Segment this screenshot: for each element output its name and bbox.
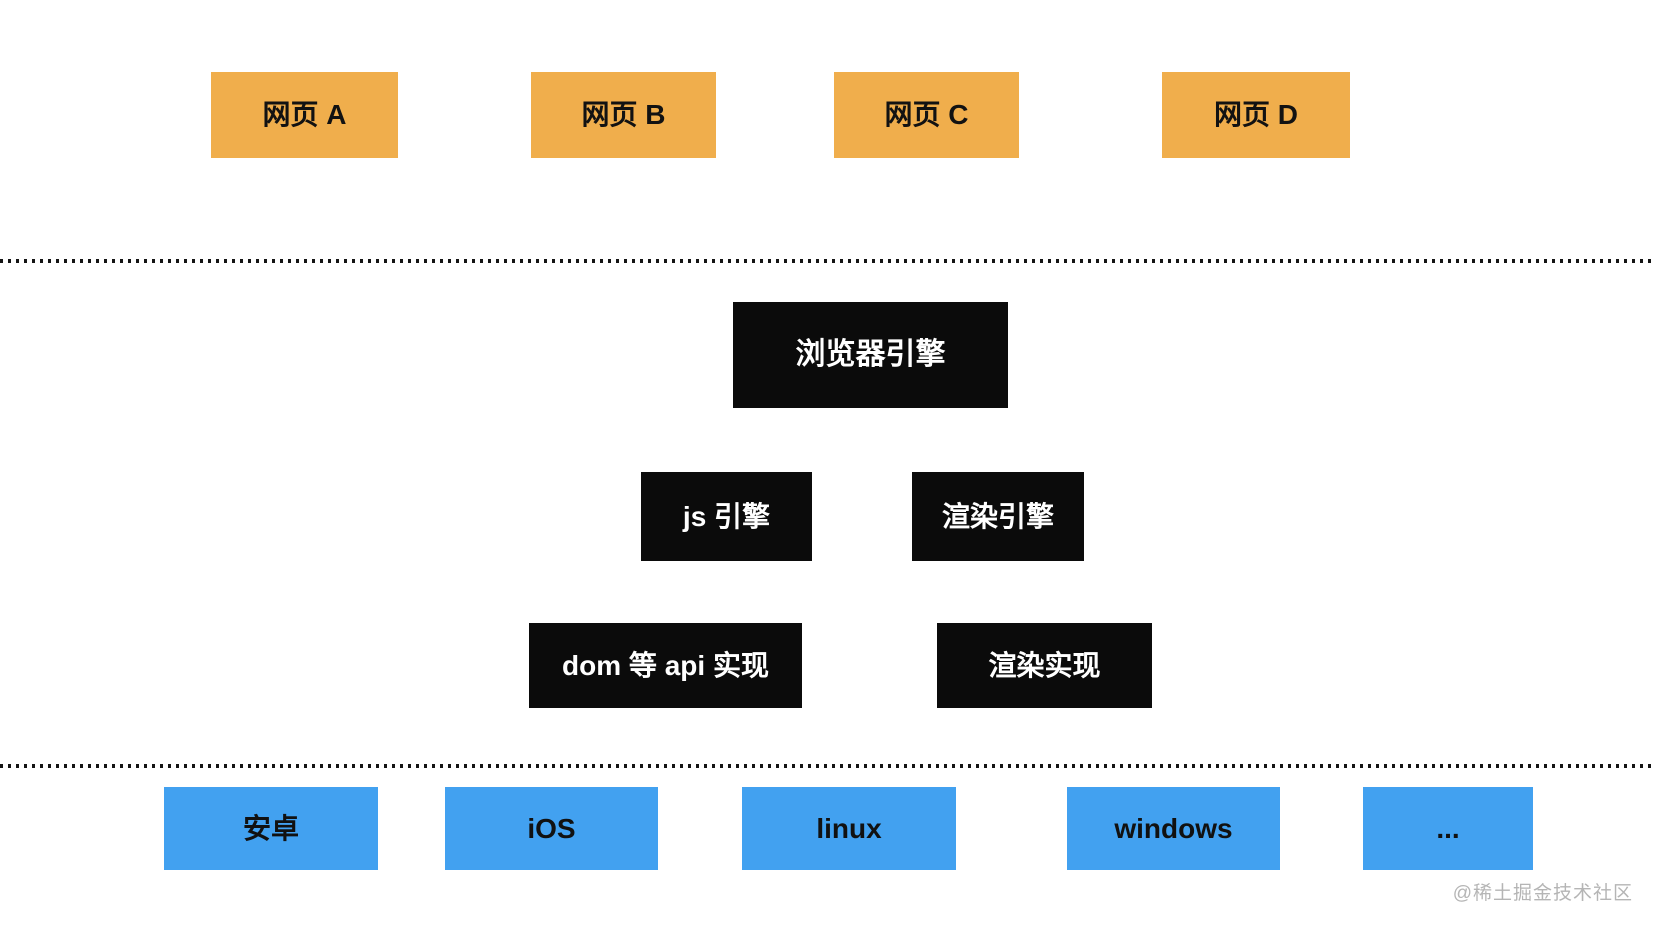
webpage-b-box: 网页 B bbox=[531, 72, 716, 158]
lower-dotted-divider bbox=[0, 764, 1656, 768]
render-impl-box: 渲染实现 bbox=[937, 623, 1152, 708]
platform-android-box: 安卓 bbox=[164, 787, 378, 870]
watermark-text: @稀土掘金技术社区 bbox=[1452, 883, 1633, 904]
platform-ellipsis-box: ... bbox=[1363, 787, 1533, 870]
platform-windows-box: windows bbox=[1067, 787, 1280, 870]
browser-engine-box: 浏览器引擎 bbox=[733, 302, 1008, 408]
platform-linux-box: linux bbox=[742, 787, 956, 870]
dom-api-impl-box: dom 等 api 实现 bbox=[529, 623, 802, 708]
upper-dotted-divider bbox=[0, 259, 1656, 263]
render-engine-box: 渲染引擎 bbox=[912, 472, 1084, 561]
webpage-a-box: 网页 A bbox=[211, 72, 398, 158]
webpage-d-box: 网页 D bbox=[1162, 72, 1350, 158]
js-engine-box: js 引擎 bbox=[641, 472, 812, 561]
platform-ios-box: iOS bbox=[445, 787, 658, 870]
webpage-c-box: 网页 C bbox=[834, 72, 1019, 158]
